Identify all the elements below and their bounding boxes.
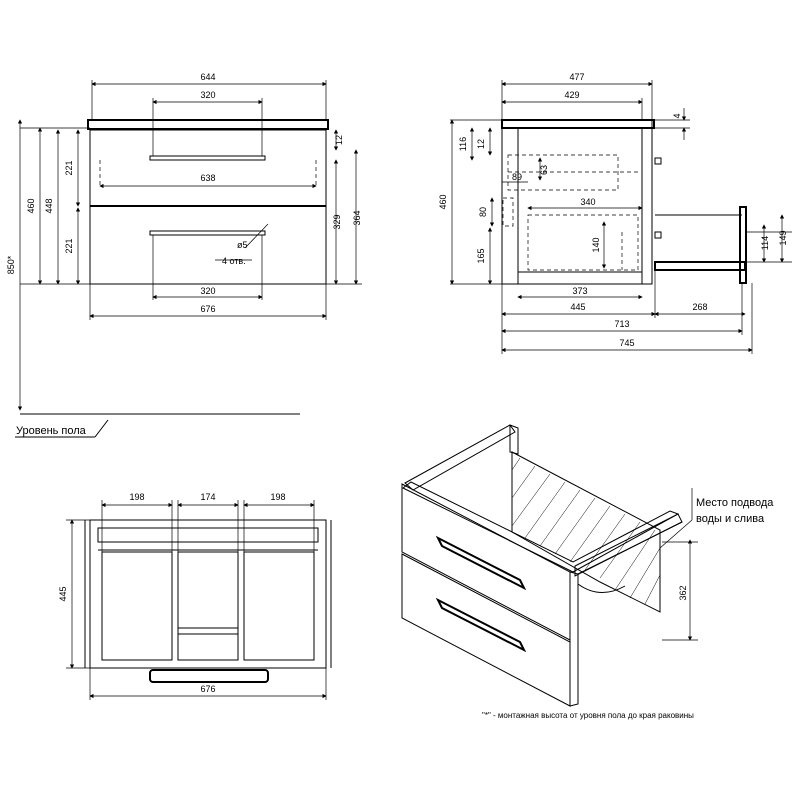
dim-460: 460 xyxy=(26,198,36,213)
hole-note: 4 отв. xyxy=(222,256,246,266)
dim-4: 4 xyxy=(672,113,682,118)
supply-note-line2: воды и слива xyxy=(696,513,765,525)
dim-221-upper: 221 xyxy=(64,160,74,175)
dim-460-side: 460 xyxy=(438,194,448,209)
side-view: 477 429 4 460 116 12 89 63 80 340 140 16… xyxy=(438,72,792,354)
dim-445: 445 xyxy=(570,302,585,312)
iso-lower-handle xyxy=(435,597,527,653)
siphon-area xyxy=(507,154,619,191)
dim-676-top: 676 xyxy=(200,684,215,694)
iso-view: 362 Место подвода воды и слива xyxy=(401,424,774,707)
dim-850: 850* xyxy=(6,255,16,274)
top-view: 198 174 198 445 676 xyxy=(58,492,332,700)
dim-268: 268 xyxy=(692,302,707,312)
top-handle xyxy=(149,669,269,683)
dim-198-right: 198 xyxy=(270,492,285,502)
dim-114: 114 xyxy=(760,236,770,250)
dim-713: 713 xyxy=(614,319,629,329)
side-body xyxy=(501,119,653,285)
dim-429: 429 xyxy=(564,90,579,100)
dim-63: 63 xyxy=(539,165,549,175)
dim-676: 676 xyxy=(200,304,215,314)
dim-174: 174 xyxy=(200,492,215,502)
dim-448: 448 xyxy=(44,198,54,213)
dim-373: 373 xyxy=(572,286,587,296)
dim-362: 362 xyxy=(678,585,688,600)
dim-745: 745 xyxy=(619,338,634,348)
dim-320-top: 320 xyxy=(200,90,215,100)
dim-89: 89 xyxy=(512,172,522,182)
dim-320-bottom: 320 xyxy=(200,286,215,296)
side-countertop xyxy=(501,119,655,129)
dim-644: 644 xyxy=(200,72,215,82)
dim-80: 80 xyxy=(478,207,488,217)
floor-label: Уровень пола xyxy=(16,425,87,437)
drawer-front xyxy=(739,206,747,284)
dim-477: 477 xyxy=(569,72,584,82)
dim-198-left: 198 xyxy=(129,492,144,502)
hatch-lines xyxy=(511,457,661,605)
lower-recess xyxy=(527,214,639,271)
dim-116: 116 xyxy=(458,137,468,151)
front-view: 644 320 638 320 676 ø5 4 отв. 850* 460 4… xyxy=(6,72,362,438)
dim-340: 340 xyxy=(580,197,595,207)
dim-638: 638 xyxy=(200,173,215,183)
dim-149: 149 xyxy=(778,230,788,245)
drawer-bottom xyxy=(654,261,746,271)
dim-12: 12 xyxy=(334,135,344,145)
lower-handle xyxy=(149,230,266,236)
dim-364: 364 xyxy=(352,210,362,225)
countertop xyxy=(87,119,329,130)
dim-445-top: 445 xyxy=(58,586,68,601)
dim-221-lower: 221 xyxy=(64,238,74,253)
upper-handle xyxy=(149,155,266,161)
dim-140: 140 xyxy=(591,237,601,252)
iso-upper-handle xyxy=(435,535,527,591)
back-wall xyxy=(511,451,661,613)
supply-note-line1: Место подвода xyxy=(696,497,774,509)
dim-12-side: 12 xyxy=(476,139,486,149)
hole-diameter: ø5 xyxy=(237,240,248,250)
dim-165: 165 xyxy=(476,248,486,263)
footnote: "*" - монтажная высота от уровня пола до… xyxy=(482,711,694,720)
dim-329: 329 xyxy=(332,214,342,229)
